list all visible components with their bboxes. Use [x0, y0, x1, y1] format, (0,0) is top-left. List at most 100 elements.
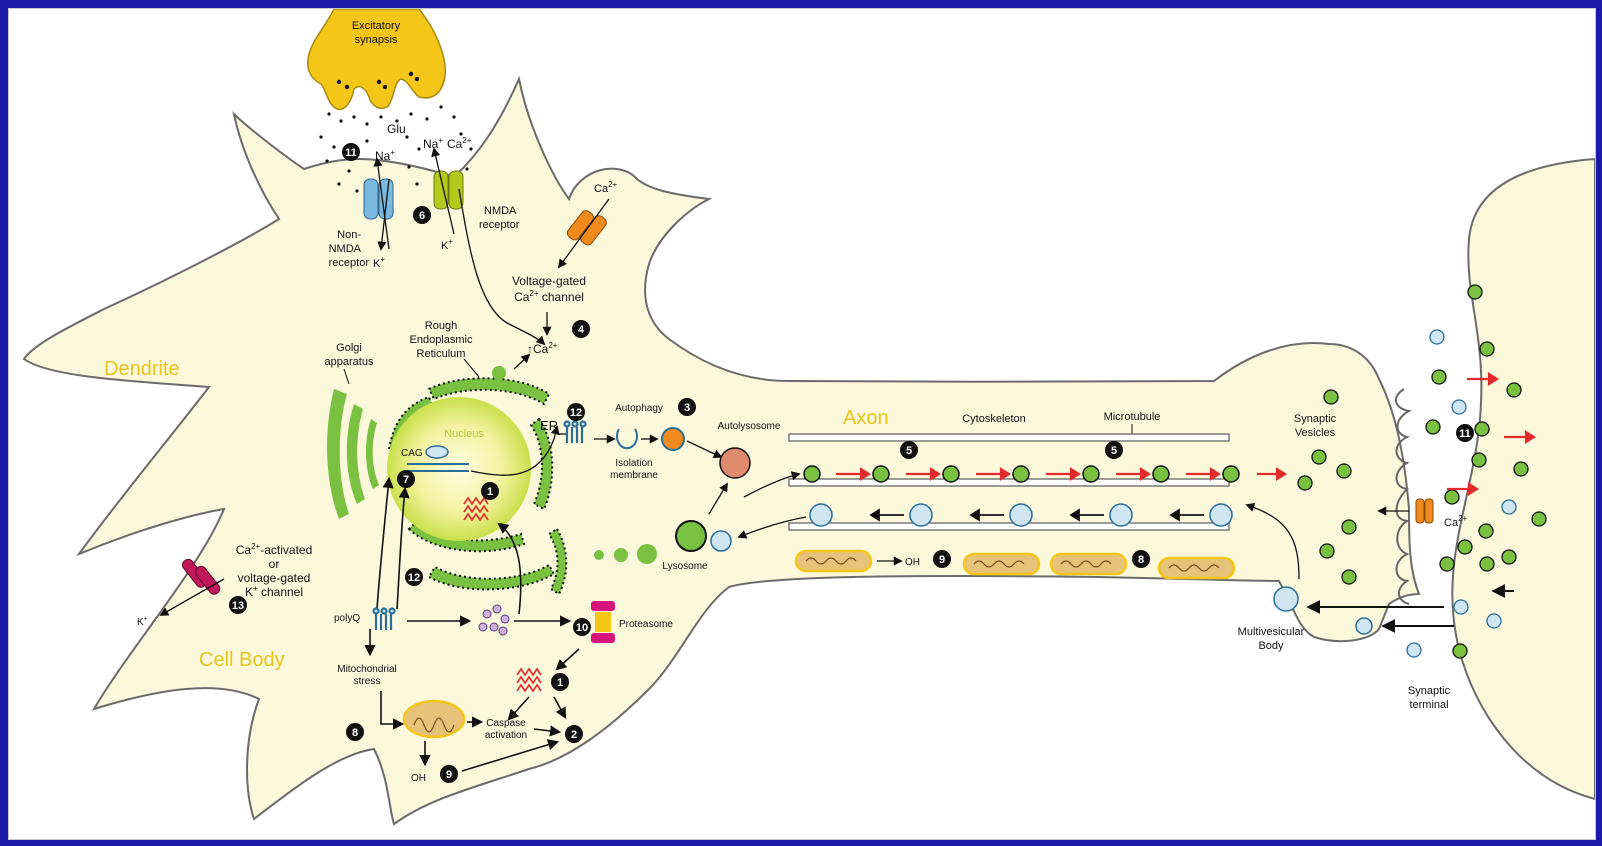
- endocytosed-vesicle: [1356, 618, 1372, 634]
- nmda-label-2: receptor: [479, 219, 520, 231]
- step-1-badge-nucleus: 1: [481, 482, 499, 500]
- step-5-badge-b: 5: [1105, 441, 1123, 459]
- excitatory-synapse-label-2: synapsis: [355, 34, 398, 46]
- er-vesicle-1: [594, 550, 604, 560]
- vgcc-label-2: Ca2+ channel: [514, 289, 584, 304]
- na-label: Na+: [375, 148, 395, 163]
- svg-text:1: 1: [487, 486, 493, 498]
- svg-text:5: 5: [1111, 445, 1117, 457]
- step-2-badge: 2: [565, 725, 583, 743]
- svg-text:10: 10: [576, 622, 588, 634]
- polyq-label: polyQ: [334, 613, 360, 624]
- non-nmda-receptor: [364, 179, 378, 219]
- svg-text:2: 2: [571, 729, 577, 741]
- synaptic-vesicles-label-1: Synaptic: [1294, 413, 1337, 425]
- cell-body-label: Cell Body: [199, 649, 285, 671]
- autophagosome: [662, 428, 684, 450]
- kca-label-3: voltage-gated: [238, 571, 311, 585]
- er-vesicle-3: [637, 544, 657, 564]
- cytoskeleton-label: Cytoskeleton: [962, 413, 1026, 425]
- oh-label-cellbody: OH: [411, 773, 426, 784]
- mito-stress-label-1: Mitochondrial: [337, 664, 396, 675]
- terminal-ca-channel: [1416, 499, 1424, 523]
- golgi-label-2: apparatus: [325, 356, 374, 368]
- lysosome-label: Lysosome: [662, 561, 708, 572]
- kca-label-2: or: [269, 557, 280, 571]
- multivesicular-body: [1274, 587, 1298, 611]
- postsynaptic-cell: [1452, 159, 1595, 799]
- proteasome-label: Proteasome: [619, 619, 673, 630]
- neuron-diagram: Excitatory synapsis Glu Na+ Na+ Ca2+ Non…: [9, 9, 1595, 839]
- svg-text:11: 11: [1459, 428, 1471, 440]
- axon-label: Axon: [843, 407, 889, 429]
- kca-label-1: Ca2+-activated: [236, 542, 313, 557]
- vgcc-label-1: Voltage-gated: [512, 274, 586, 288]
- isolation-label-2: membrane: [610, 470, 658, 481]
- svg-text:9: 9: [446, 769, 452, 781]
- step-1-badge-aggregate: 1: [551, 673, 569, 691]
- svg-text:7: 7: [403, 474, 409, 486]
- caspase-label-2: activation: [485, 730, 527, 741]
- svg-text:5: 5: [906, 445, 912, 457]
- mito-stress-label-2: stress: [354, 676, 381, 687]
- dendrite-label: Dendrite: [104, 358, 180, 380]
- svg-text:3: 3: [684, 402, 690, 414]
- step-11-badge-terminal: 11: [1456, 424, 1474, 442]
- autolysosome-label: Autolysosome: [718, 421, 781, 432]
- cag-label: CAG: [401, 448, 423, 459]
- step-8-badge-axon: 8: [1132, 550, 1150, 568]
- golgi-label-1: Golgi: [336, 342, 362, 354]
- nmda-label-1: NMDA: [484, 205, 517, 217]
- golgi-vesicle: [492, 366, 506, 380]
- svg-text:13: 13: [232, 600, 244, 612]
- mvb-label-1: Multivesicular: [1238, 626, 1305, 638]
- lysosome: [676, 521, 706, 551]
- caspase-label-1: Caspase: [486, 718, 526, 729]
- non-nmda-label-1: Non-: [337, 229, 361, 241]
- rer-label-3: Reticulum: [417, 348, 466, 360]
- step-13-badge: 13: [229, 596, 247, 614]
- non-nmda-label-3: receptor: [329, 257, 370, 269]
- er-vesicle-2: [614, 548, 628, 562]
- step-10-badge: 10: [573, 618, 591, 636]
- non-nmda-label-2: NMDA: [329, 243, 362, 255]
- na-label-2: Na+: [423, 136, 443, 151]
- step-12-badge-er: 12: [567, 403, 585, 421]
- nucleus-label: Nucleus: [444, 428, 484, 440]
- step-9-badge-axon: 9: [933, 550, 951, 568]
- k-out-label: K+: [137, 616, 148, 628]
- isolation-label-1: Isolation: [615, 458, 652, 469]
- diagram-panel: Excitatory synapsis Glu Na+ Na+ Ca2+ Non…: [8, 8, 1596, 840]
- glu-label: Glu: [387, 122, 406, 136]
- step-12-badge-polyq: 12: [405, 568, 423, 586]
- svg-text:12: 12: [570, 407, 582, 419]
- autolysosome: [720, 448, 750, 478]
- step-11-badge: 11: [342, 143, 360, 161]
- svg-text:8: 8: [1138, 554, 1144, 566]
- step-6-badge: 6: [413, 206, 431, 224]
- step-8-badge-cellbody: 8: [346, 723, 364, 741]
- svg-text:12: 12: [408, 572, 420, 584]
- lysosome-clathrin-vesicle: [711, 531, 731, 551]
- svg-text:9: 9: [939, 554, 945, 566]
- svg-text:8: 8: [352, 727, 358, 739]
- step-4-badge: 4: [572, 320, 590, 338]
- step-5-badge-a: 5: [900, 441, 918, 459]
- rer-label-1: Rough: [425, 320, 457, 332]
- step-9-badge-cellbody: 9: [440, 765, 458, 783]
- oh-label-axon: OH: [905, 557, 920, 568]
- neuron-outline: [24, 79, 1419, 824]
- excitatory-synapse-label-1: Excitatory: [352, 20, 401, 32]
- autophagy-label: Autophagy: [615, 403, 663, 414]
- ca-label-a: Ca2+: [447, 136, 472, 151]
- synaptic-terminal-label-2: terminal: [1409, 699, 1448, 711]
- terminal-ca-channel-half: [1425, 499, 1433, 523]
- rer-label-2: Endoplasmic: [410, 334, 473, 346]
- svg-text:6: 6: [419, 210, 425, 222]
- step-7-badge: 7: [397, 470, 415, 488]
- microtubule-label: Microtubule: [1104, 411, 1161, 423]
- svg-text:11: 11: [345, 147, 357, 159]
- nucleus: [387, 397, 531, 541]
- svg-text:1: 1: [557, 677, 563, 689]
